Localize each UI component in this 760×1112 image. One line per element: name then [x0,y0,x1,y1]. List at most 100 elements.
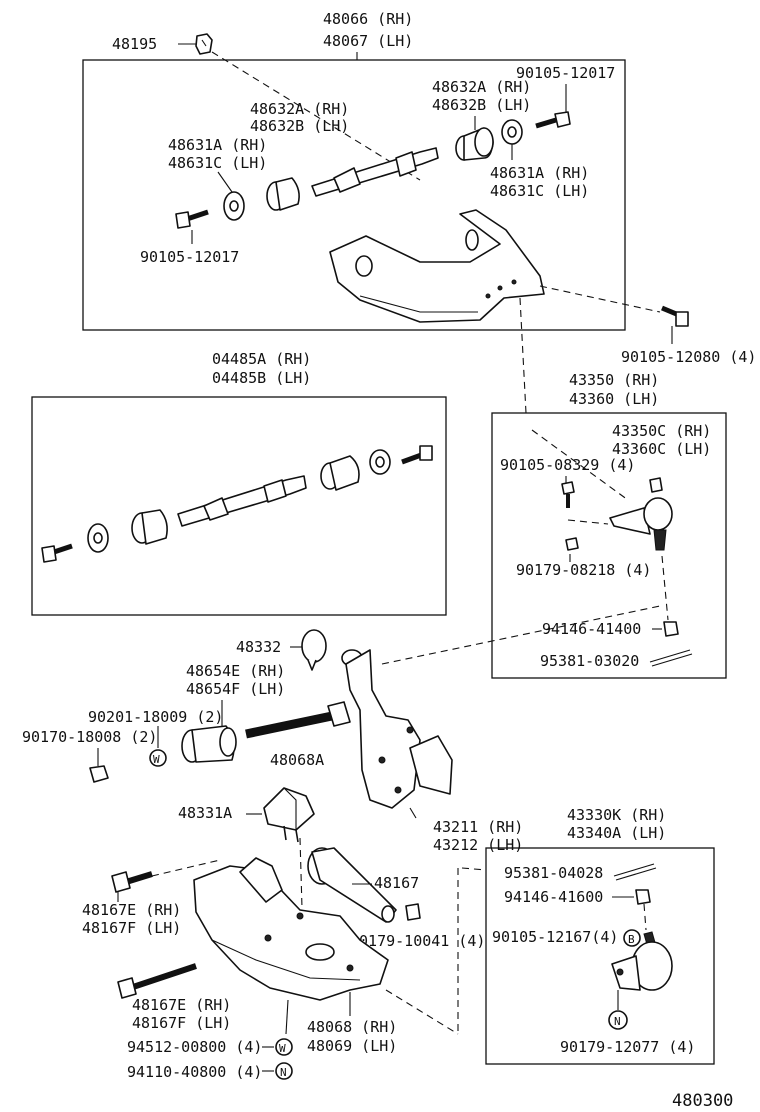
lower-bolt-marker-b: B [623,929,641,947]
lower-ball-joint [611,931,673,991]
upper-ball-joint-label-rh: 43350 (RH) [569,371,659,389]
shaft-bolt [245,701,351,739]
upper-bolt-label: 90105-12017 [516,64,615,82]
strut-nut [405,903,421,921]
kit-shaft [177,475,307,527]
lower-arm-label-rh: 48068 (RH) [307,1018,397,1036]
kit-front-washer [87,523,109,553]
svg-text:N: N [614,1015,621,1028]
washer-w-label: 94512-00800 (4) [127,1038,262,1056]
bumper-label: 48331A [178,804,232,822]
upper-arm-shaft [311,147,439,197]
lower-ball-joint-frame [485,847,715,1065]
upper-control-arm [329,209,545,323]
rear-bushing-label-rh: 48632A (RH) [432,78,531,96]
rear-washer-label-rh: 48631A (RH) [490,164,589,182]
lower-nut [89,765,109,783]
ball-joint-bolt-label: 90105-08329 (4) [500,456,635,474]
retainer-clip [195,33,213,55]
lower-arm-label-lh: 48069 (LH) [307,1037,397,1055]
upper-arm-label-rh: 48066 (RH) [323,10,413,28]
bumper-block [263,787,315,843]
upper-arm-frame [82,59,626,331]
lower-ball-joint-label-rh: 43330K (RH) [567,806,666,824]
rear-washer-label-lh: 48631C (LH) [490,182,589,200]
cotter-pin-upper [649,649,693,667]
ball-joint-nut [565,537,579,551]
balljoint-bolt-label: 90105-12080 (4) [621,348,756,366]
lower-nut-label: 90179-12077 (4) [560,1038,695,1056]
rear-washer [501,119,523,145]
svg-text:N: N [280,1066,287,1079]
kit-rear-washer [369,449,391,475]
rear-bushing-label-lh: 48632B (LH) [432,96,531,114]
svg-text:W: W [153,753,160,766]
castle-nut-upper [663,621,679,637]
ball-joint-nut-label: 90179-08218 (4) [516,561,651,579]
lower-control-arm [193,857,389,1001]
kit-rear-bushing [320,455,360,491]
cotter-pin-label: 95381-03020 [540,652,639,670]
front-washer-label-rh: 48631A (RH) [168,136,267,154]
lower-nut-marker-n: N [608,1010,628,1030]
lower-castle-nut-label: 94146-41600 [504,888,603,906]
kit-rear-bolt [401,445,433,465]
svg-text:W: W [279,1042,286,1055]
diagram-code: 480300 [672,1091,733,1111]
front-washer [223,191,245,221]
nut-n-label: 94110-40800 (4) [127,1063,262,1081]
upper-arm-label-lh: 48067 (LH) [323,32,413,50]
rear-bushing [455,127,494,161]
upper-ball-joint [609,477,673,551]
bolt-a-label-rh: 48167E (RH) [82,901,181,919]
upper-right-bolt [535,111,571,129]
bolt-b-label-lh: 48167F (LH) [132,1014,231,1032]
washer-w-marker: W [275,1038,293,1056]
bolt-a [111,871,153,893]
lower-castle-nut [635,889,651,905]
strut-nut-label: 90179-10041 (4) [350,932,485,950]
lower-ball-joint-label-lh: 43340A (LH) [567,824,666,842]
lower-nut-label: 90170-18008 (2) [22,728,157,746]
svg-text:B: B [628,933,635,946]
upper-ball-joint-label-lh: 43360 (LH) [569,390,659,408]
lower-bolt-label: 90105-12167(4) [492,928,618,946]
lower-washer-w: W [149,749,167,767]
knuckle-label-rh: 43211 (RH) [433,818,523,836]
mid-bushing-label-lh: 48632B (LH) [250,117,349,135]
shaft-kit-frame [31,396,447,616]
ball-joint-label-lh: 43360C (LH) [612,440,711,458]
front-bushing [266,177,300,211]
lower-cotter-label: 95381-04028 [504,864,603,882]
upper-ball-joint-frame [491,412,727,679]
ball-joint-label-rh: 43350C (RH) [612,422,711,440]
retainer-label: 48195 [112,35,157,53]
shaft-bolt-label: 48068A [270,751,324,769]
lower-bushing-label-lh: 48654F (LH) [186,680,285,698]
castle-nut-label: 94146-41400 [542,620,641,638]
steering-knuckle [341,649,453,809]
bumper-stopper-label: 48332 [236,638,281,656]
lower-bushing [181,725,237,763]
lower-bushing-label-rh: 48654E (RH) [186,662,285,680]
nut-n-marker: N [275,1062,293,1080]
strut-rod [307,847,397,923]
ball-joint-bolt-upper [661,305,689,327]
front-washer-label-lh: 48631C (LH) [168,154,267,172]
strut-rod-label: 48167 [374,874,419,892]
lower-cotter-pin [613,863,657,881]
bumper-stopper [301,629,327,671]
mid-bushing-label-rh: 48632A (RH) [250,100,349,118]
kit-front-bushing [131,509,168,545]
lower-washer-label: 90201-18009 (2) [88,708,223,726]
knuckle-label-lh: 43212 (LH) [433,836,523,854]
front-bolt [175,209,209,229]
bolt-a-label-lh: 48167F (LH) [82,919,181,937]
bolt-b [117,963,197,999]
ball-joint-bolt [561,481,575,508]
front-bolt-label: 90105-12017 [140,248,239,266]
shaft-kit-label-lh: 04485B (LH) [212,369,311,387]
kit-front-bolt [41,543,73,563]
